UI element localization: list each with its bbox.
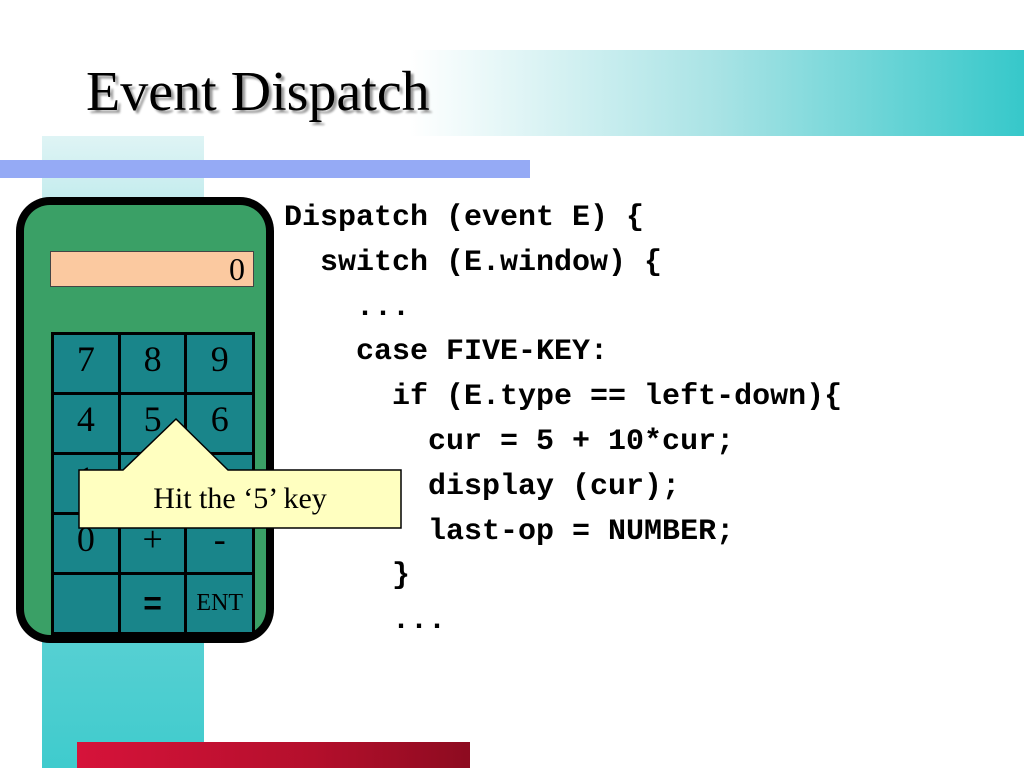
key-8[interactable]: 8 — [117, 332, 188, 395]
title-underline-rule — [0, 160, 530, 178]
callout-bubble — [78, 417, 402, 529]
code-line: last-op = NUMBER; — [284, 514, 735, 549]
key-equals[interactable]: = — [117, 572, 188, 635]
key-4[interactable]: 4 — [51, 392, 121, 455]
calculator-display: 0 — [50, 251, 254, 287]
code-line: case FIVE-KEY: — [284, 335, 609, 370]
code-line: display (cur); — [284, 469, 681, 504]
title-band — [0, 50, 1024, 136]
code-line: Dispatch (event E) { — [284, 201, 645, 235]
key-blank[interactable] — [51, 572, 121, 635]
callout-text: Hit the ‘5’ key — [153, 482, 327, 515]
key-enter[interactable]: ENT — [184, 572, 255, 635]
code-line: ... — [284, 604, 447, 639]
slide-title: Event Dispatch — [86, 61, 430, 123]
code-line: cur = 5 + 10*cur; — [284, 424, 735, 459]
code-line: ... — [284, 290, 411, 325]
key-7[interactable]: 7 — [51, 332, 121, 395]
code-block: Dispatch (event E) { switch (E.window) {… — [284, 196, 1014, 644]
code-line: } — [284, 559, 411, 594]
code-line: switch (E.window) { — [284, 245, 663, 280]
code-line: if (E.type == left-down){ — [284, 380, 843, 415]
footer-accent-bar — [77, 742, 470, 768]
key-9[interactable]: 9 — [184, 332, 255, 395]
